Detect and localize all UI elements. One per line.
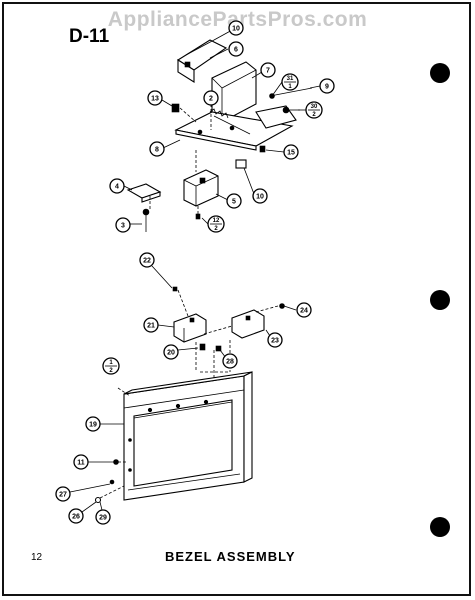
svg-text:6: 6: [234, 47, 238, 54]
svg-text:1: 1: [288, 84, 292, 90]
part-13-clip: [171, 103, 180, 113]
part-10-clip: [235, 159, 247, 169]
callout-8: 8: [149, 141, 165, 157]
part-5-bracket: [183, 169, 219, 207]
callout-10: 10: [252, 188, 268, 204]
callout-10: 10: [228, 20, 244, 36]
callout-26: 26: [68, 508, 84, 524]
callout-5: 5: [226, 193, 242, 209]
part-22-wire: [172, 286, 178, 292]
part-4-plate: [126, 183, 162, 203]
svg-text:24: 24: [300, 308, 308, 315]
callout-24: 24: [296, 302, 312, 318]
part-24-screw: [279, 303, 285, 309]
part-20-clip: [199, 343, 206, 351]
callout-3: 3: [115, 217, 131, 233]
svg-text:15: 15: [287, 150, 295, 157]
part-8-mounting-plate: [174, 105, 297, 151]
callout-19: 19: [85, 416, 101, 432]
callout-31-1: 31 1: [281, 73, 299, 91]
diagram-code: D-11: [69, 26, 110, 47]
callout-20: 20: [163, 344, 179, 360]
callout-9: 9: [319, 78, 335, 94]
svg-text:2: 2: [312, 112, 316, 118]
callout-23: 23: [267, 332, 283, 348]
binder-hole-icon: [430, 290, 450, 310]
svg-text:20: 20: [167, 350, 175, 357]
page-title: BEZEL ASSEMBLY: [165, 549, 296, 564]
svg-text:2: 2: [109, 368, 113, 374]
svg-text:9: 9: [325, 84, 329, 91]
part-23-bracket: [231, 309, 265, 339]
svg-text:30: 30: [311, 104, 318, 110]
svg-text:28: 28: [226, 359, 234, 366]
page-border: [2, 2, 471, 596]
svg-text:4: 4: [115, 184, 119, 191]
callout-30-2: 30 2: [305, 101, 323, 119]
svg-text:22: 22: [143, 258, 151, 265]
callout-7: 7: [260, 62, 276, 78]
svg-text:31: 31: [287, 76, 294, 82]
svg-text:23: 23: [271, 338, 279, 345]
callout-13: 13: [147, 90, 163, 106]
callout-22: 22: [139, 252, 155, 268]
callout-11: 11: [73, 454, 89, 470]
callout-4: 4: [109, 178, 125, 194]
svg-text:12: 12: [213, 218, 220, 224]
svg-text:2: 2: [214, 226, 218, 232]
callout-29: 29: [95, 509, 111, 525]
svg-text:21: 21: [147, 323, 155, 330]
part-12-screw: [195, 213, 201, 220]
part-21-bracket: [173, 313, 207, 343]
callout-2: 2: [203, 90, 219, 106]
binder-hole-icon: [430, 517, 450, 537]
svg-text:19: 19: [89, 422, 97, 429]
svg-text:7: 7: [266, 68, 270, 75]
part-2-spring: [209, 108, 229, 119]
callout-1-2: 1 2: [102, 357, 120, 375]
svg-text:11: 11: [77, 460, 85, 467]
part-28-clip: [215, 345, 222, 352]
svg-text:26: 26: [72, 514, 80, 521]
svg-text:2: 2: [209, 96, 213, 103]
part-27-screw: [109, 479, 115, 485]
part-26-washer: [94, 496, 102, 504]
callout-6: 6: [228, 41, 244, 57]
part-3-pin: [142, 208, 150, 232]
part-6-bracket: [176, 39, 228, 83]
svg-text:13: 13: [151, 96, 159, 103]
watermark: AppliancePartsPros.com: [107, 8, 368, 31]
part-15-screw: [259, 145, 266, 153]
part-19-bezel-frame: [123, 371, 253, 501]
binder-hole-icon: [430, 63, 450, 83]
callout-12-2: 12 2: [207, 215, 225, 233]
svg-text:3: 3: [121, 223, 125, 230]
svg-text:8: 8: [155, 147, 159, 154]
svg-text:5: 5: [232, 199, 236, 206]
svg-text:10: 10: [256, 194, 264, 201]
part-11-screw: [113, 459, 119, 465]
svg-text:1: 1: [109, 360, 113, 366]
svg-text:29: 29: [99, 515, 107, 522]
svg-text:27: 27: [59, 492, 67, 499]
callout-28: 28: [222, 353, 238, 369]
callout-15: 15: [283, 144, 299, 160]
page-number: 12: [31, 552, 43, 563]
callout-21: 21: [143, 317, 159, 333]
callout-27: 27: [55, 486, 71, 502]
svg-text:10: 10: [232, 26, 240, 33]
